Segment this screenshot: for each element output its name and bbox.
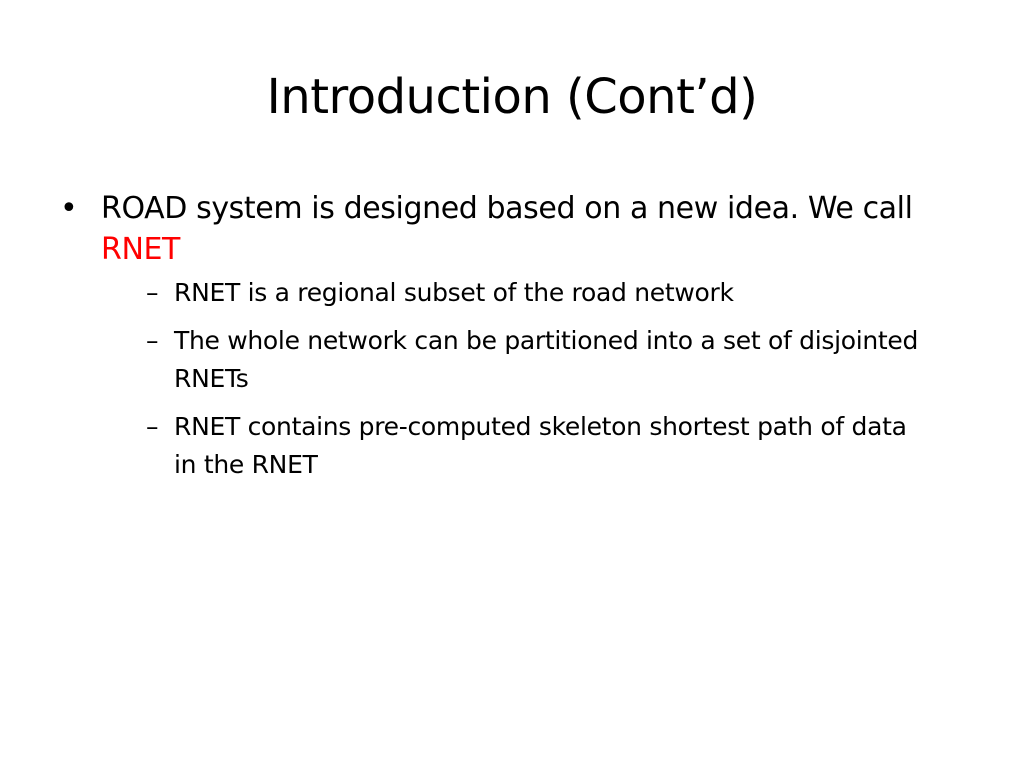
sub-bullet-text: RNET contains pre-computed skeleton shor… bbox=[174, 412, 907, 479]
highlight-text: RNET bbox=[101, 232, 180, 267]
sub-bullet-item: – The whole network can be partitioned i… bbox=[146, 322, 934, 398]
dash-icon: – bbox=[146, 278, 159, 307]
slide-title: Introduction (Cont’d) bbox=[266, 69, 758, 125]
bullet-item: • ROAD system is designed based on a new… bbox=[60, 188, 960, 270]
sub-bullet-text: The whole network can be partitioned int… bbox=[174, 326, 919, 393]
slide-body: • ROAD system is designed based on a new… bbox=[60, 188, 960, 494]
sub-bullet-item: – RNET is a regional subset of the road … bbox=[146, 274, 934, 312]
dash-icon: – bbox=[146, 326, 159, 355]
bullet-text: ROAD system is designed based on a new i… bbox=[101, 191, 913, 226]
sub-bullet-item: – RNET contains pre-computed skeleton sh… bbox=[146, 408, 934, 484]
bullet-icon: • bbox=[60, 191, 78, 226]
sub-bullet-text: RNET is a regional subset of the road ne… bbox=[174, 278, 734, 307]
dash-icon: – bbox=[146, 412, 159, 441]
